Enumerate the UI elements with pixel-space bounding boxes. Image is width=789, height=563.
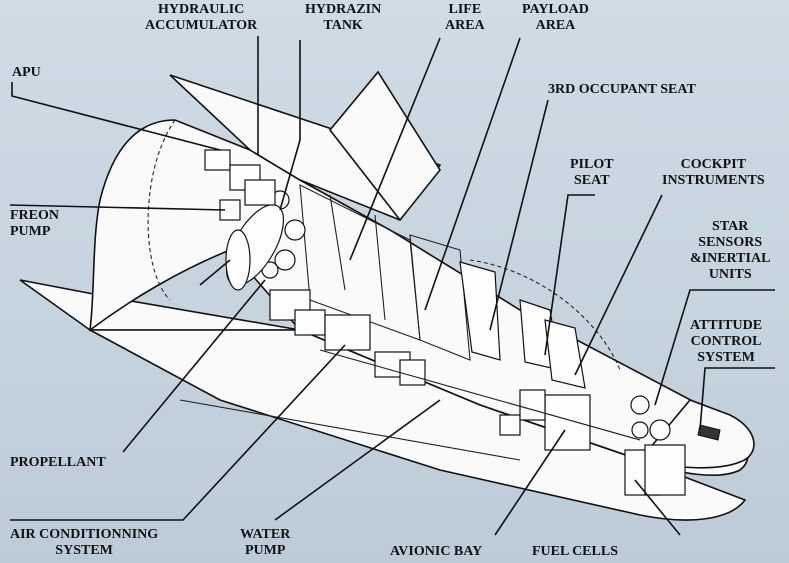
label-3rd-occupant-seat: 3RD OCCUPANT SEAT (548, 82, 696, 97)
label-hydrazin-tank: HYDRAZIN TANK (305, 2, 382, 33)
tank-sphere-1 (284, 219, 306, 241)
propellant-tank (225, 229, 251, 291)
nose-sphere-2 (649, 419, 671, 441)
leader-payload (424, 37, 521, 311)
leader-water (274, 399, 441, 521)
leader-star (654, 289, 775, 406)
leader-fuelcells (634, 479, 681, 536)
label-payload-area: PAYLOAD AREA (522, 2, 589, 33)
cabin-wall-3 (374, 214, 386, 321)
nose-sphere-1 (630, 395, 650, 415)
leader-3rd (489, 99, 549, 331)
leader-freon (9, 204, 226, 211)
equip-box-10 (519, 389, 546, 421)
equip-box-6 (544, 394, 591, 451)
nozzle-arrow (199, 259, 231, 286)
cabin-wall-4 (409, 234, 471, 361)
cabin-floor (319, 349, 641, 441)
vertical-fin (328, 70, 441, 222)
label-air-conditioning: AIR CONDITIONNING SYSTEM (10, 527, 159, 558)
occupant-seat (459, 261, 501, 361)
label-hydraulic-accumulator: HYDRAULIC ACCUMULATOR (145, 2, 258, 33)
equip-box-8 (644, 444, 686, 496)
label-pilot-seat: PILOT SEAT (570, 157, 614, 188)
leader-attitude (699, 367, 775, 431)
attitude-thruster (697, 424, 721, 441)
label-apu: APU (12, 65, 41, 80)
label-water-pump: WATER PUMP (240, 527, 291, 558)
equip-box-3 (324, 314, 371, 351)
leader-propellant (122, 279, 266, 453)
apu-block-1 (204, 149, 231, 171)
leader-apu (11, 82, 221, 151)
leader-hydrazin (279, 40, 301, 211)
equip-box-9 (499, 414, 521, 436)
label-fuel-cells: FUEL CELLS (532, 544, 618, 559)
equip-box-2 (294, 309, 326, 336)
label-avionic-bay: AVIONIC BAY (390, 544, 483, 559)
tank-sphere-2 (274, 249, 296, 271)
lower-floor (179, 399, 521, 461)
leader-avionic (494, 429, 566, 536)
label-attitude-control: ATTITUDE CONTROL SYSTEM (690, 318, 763, 365)
copilot-seat-shape (544, 319, 586, 389)
leader-life (349, 37, 441, 261)
apu-block-3 (244, 179, 276, 206)
label-cockpit-instruments: COCKPIT INSTRUMENTS (662, 157, 765, 188)
nose-sphere-3 (631, 421, 649, 439)
leader-pilot (544, 194, 595, 356)
label-life-area: LIFE AREA (445, 2, 485, 33)
engine-ellipse (147, 119, 176, 301)
label-propellant: PROPELLANT (10, 455, 106, 470)
label-freon-pump: FREON PUMP (10, 208, 59, 239)
equip-box-5 (399, 359, 426, 386)
leader-aircond (10, 344, 346, 521)
label-star-sensors: STAR SENSORS &INERTIAL UNITS (690, 219, 771, 282)
cabin-wall-2 (329, 194, 346, 291)
leader-cockpit (574, 194, 663, 376)
